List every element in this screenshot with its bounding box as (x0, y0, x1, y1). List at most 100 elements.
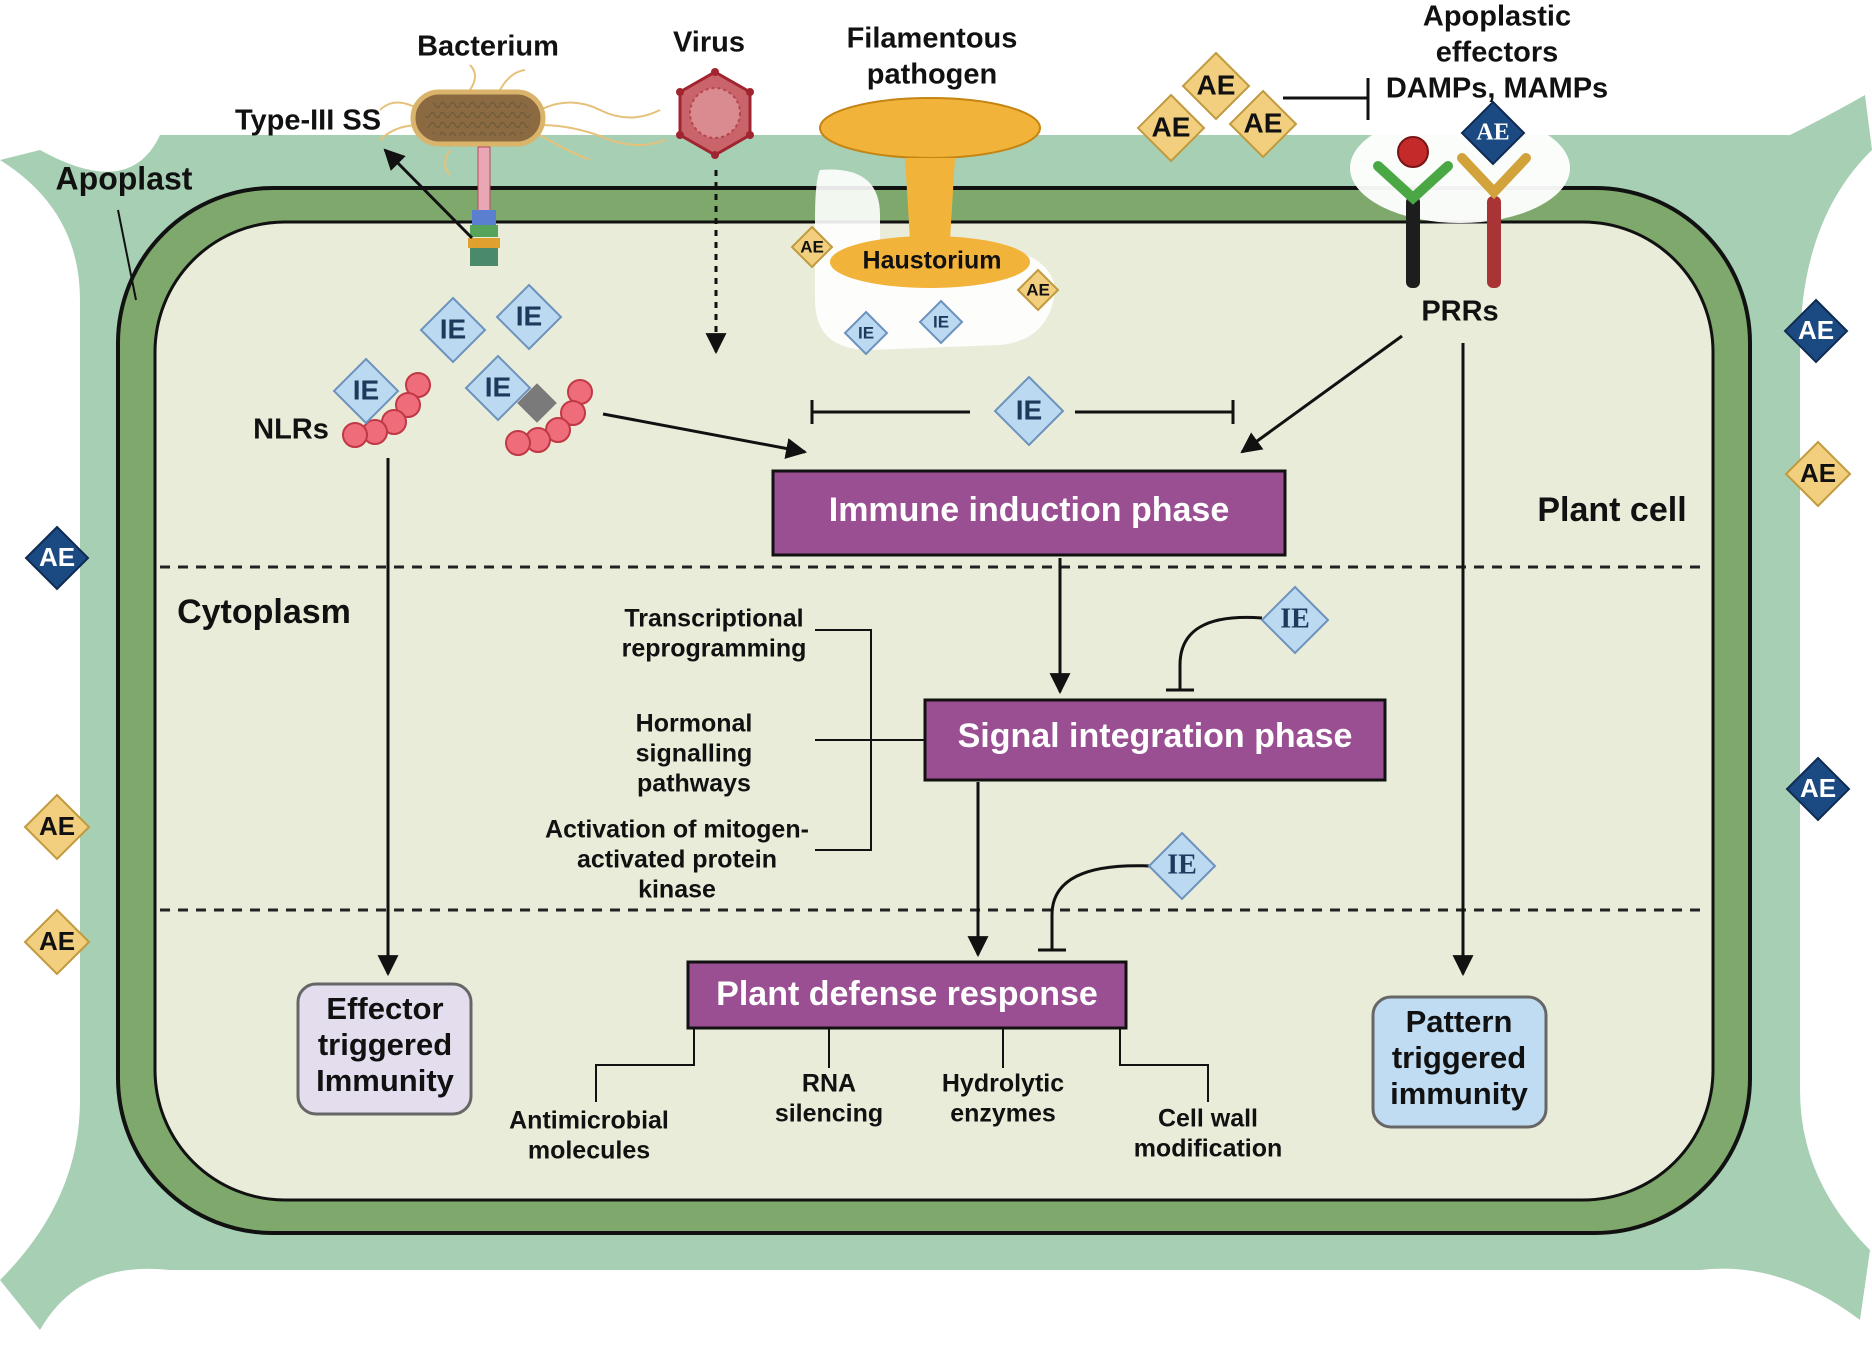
ae-effector-icon: AE (1136, 93, 1206, 163)
ie-tag-label: IE (516, 300, 542, 331)
virus-icon (676, 68, 754, 159)
apoplastic-label-1: Apoplastic (1423, 1, 1571, 33)
prr-receptor-icon (1373, 136, 1531, 288)
hormonal-label-1: Hormonal (636, 710, 753, 738)
eti-box (296, 982, 473, 1116)
ie-effector-icon: IE (918, 299, 964, 345)
defense-connector-cell-wall (1119, 1028, 1209, 1102)
ae-tag-label: AE (1197, 69, 1236, 100)
nlrs-label: NLRs (253, 414, 329, 446)
ae-effector-icon: AE (1784, 440, 1852, 508)
mapk-label-3: kinase (638, 876, 716, 904)
nlr-to-induction-arrow (602, 412, 808, 459)
ae-effector-icon: AE (1181, 51, 1251, 121)
type3-arrow (383, 148, 474, 240)
cytoplasm-label: Cytoplasm (177, 593, 351, 631)
apoplastic-label-2: effectors (1436, 37, 1559, 69)
ae-tag-label: AE (1476, 120, 1509, 146)
ae-tag-label: AE (1026, 280, 1050, 299)
transcriptional-label-1: Transcriptional (624, 605, 803, 633)
ie-effector-icon: IE (332, 357, 400, 425)
rna-label-2: silencing (775, 1100, 883, 1128)
hydrolytic-label-2: enzymes (950, 1100, 1056, 1128)
ae-dark-effector-icon: AE (1460, 100, 1526, 166)
ie-effector-icon: IE (495, 283, 563, 351)
ie-tag-label: IE (353, 374, 379, 405)
type3-label: Type-III SS (235, 105, 381, 137)
transcriptional-label-2: reprogramming (622, 635, 807, 663)
bacterium-label: Bacterium (417, 31, 559, 63)
ae-dark-effector-icon: AE (1785, 756, 1851, 822)
ae-effector-icon: AE (23, 908, 91, 976)
signal-integration-box (923, 698, 1387, 782)
nlr-receptor-icon (505, 379, 593, 456)
ie-tag-label: IE (858, 323, 874, 342)
filamentous-label-2: pathogen (867, 59, 998, 91)
ie-tag-label: IE (1016, 394, 1042, 425)
prr-to-induction-arrow (1240, 334, 1403, 454)
eti-label-1: Effector (326, 991, 443, 1026)
pti-label-2: triggered (1392, 1040, 1526, 1075)
ie-effector-icon: IE (419, 296, 487, 364)
ie-inhibit-signal (1178, 615, 1263, 690)
apoplast-leader-line (117, 209, 137, 301)
ae-tag-label: AE (1800, 773, 1836, 803)
ae-effector-icon: AE (790, 225, 834, 269)
ie-effector-icon: IE (843, 310, 889, 356)
signal-integration-label: Signal integration phase (958, 717, 1353, 755)
ae-dark-effector-icon: AE (24, 525, 90, 591)
haustorium-label: Haustorium (863, 247, 1002, 275)
ae-tag-label: AE (1800, 458, 1836, 488)
immune-induction-box (771, 469, 1287, 557)
bacterium-icon (379, 64, 666, 176)
antimicrobial-label-2: molecules (528, 1137, 650, 1165)
ae-effector-icon: AE (1228, 89, 1298, 159)
hormonal-label-3: pathways (637, 770, 751, 798)
ae-tag-label: AE (39, 811, 75, 841)
ae-tag-label: AE (1244, 107, 1283, 138)
ae-tag-label: AE (800, 237, 824, 256)
cell-wall-label-2: modification (1134, 1135, 1283, 1163)
ie-inhibit-defense (1050, 864, 1151, 950)
ae-dark-effector-icon: AE (1783, 298, 1849, 364)
ie-tag-label: IE (485, 371, 511, 402)
ie-tag-label: IE (1280, 603, 1310, 634)
immune-induction-label: Immune induction phase (829, 491, 1229, 529)
mapk-label-2: activated protein (577, 846, 777, 874)
antimicrobial-label-1: Antimicrobial (509, 1107, 669, 1135)
ie-effector-icon: IE (464, 354, 532, 422)
filamentous-label-1: Filamentous (847, 23, 1018, 55)
ie-tag-label: IE (933, 312, 949, 331)
ae-tag-label: AE (39, 542, 75, 572)
mapk-label-1: Activation of mitogen- (545, 816, 809, 844)
filamentous-pathogen-icon (815, 97, 1055, 350)
nlr-receptor-icon (342, 372, 431, 448)
ae-tag-label: AE (1798, 315, 1834, 345)
eti-label-2: triggered (318, 1027, 452, 1062)
plant-defense-label: Plant defense response (716, 975, 1098, 1013)
prrs-label: PRRs (1421, 296, 1498, 328)
damps-mamps-label: DAMPs, MAMPs (1386, 73, 1608, 105)
pti-label-3: immunity (1390, 1076, 1529, 1111)
virus-label: Virus (673, 27, 745, 59)
ie-tag-label: IE (440, 313, 466, 344)
rna-label-1: RNA (802, 1070, 856, 1098)
ae-tag-label: AE (1152, 111, 1191, 142)
pti-box (1371, 995, 1548, 1129)
ae-effector-icon: AE (23, 793, 91, 861)
apoplast-label: Apoplast (56, 160, 193, 196)
ie-tag-label: IE (1167, 849, 1197, 880)
pti-label-1: Pattern (1406, 1004, 1513, 1039)
plant-cell-label: Plant cell (1537, 491, 1686, 529)
plant-defense-box (686, 960, 1128, 1030)
ae-tag-label: AE (39, 926, 75, 956)
ie-effector-icon: IE (1147, 831, 1217, 901)
ie-effector-icon: IE (1260, 585, 1330, 655)
ae-effector-icon: AE (1016, 268, 1060, 312)
eti-label-3: Immunity (316, 1063, 455, 1098)
hormonal-label-2: signalling (636, 740, 753, 768)
ie-effector-icon: IE (993, 375, 1065, 447)
defense-connector-antimicrobial (595, 1028, 695, 1102)
